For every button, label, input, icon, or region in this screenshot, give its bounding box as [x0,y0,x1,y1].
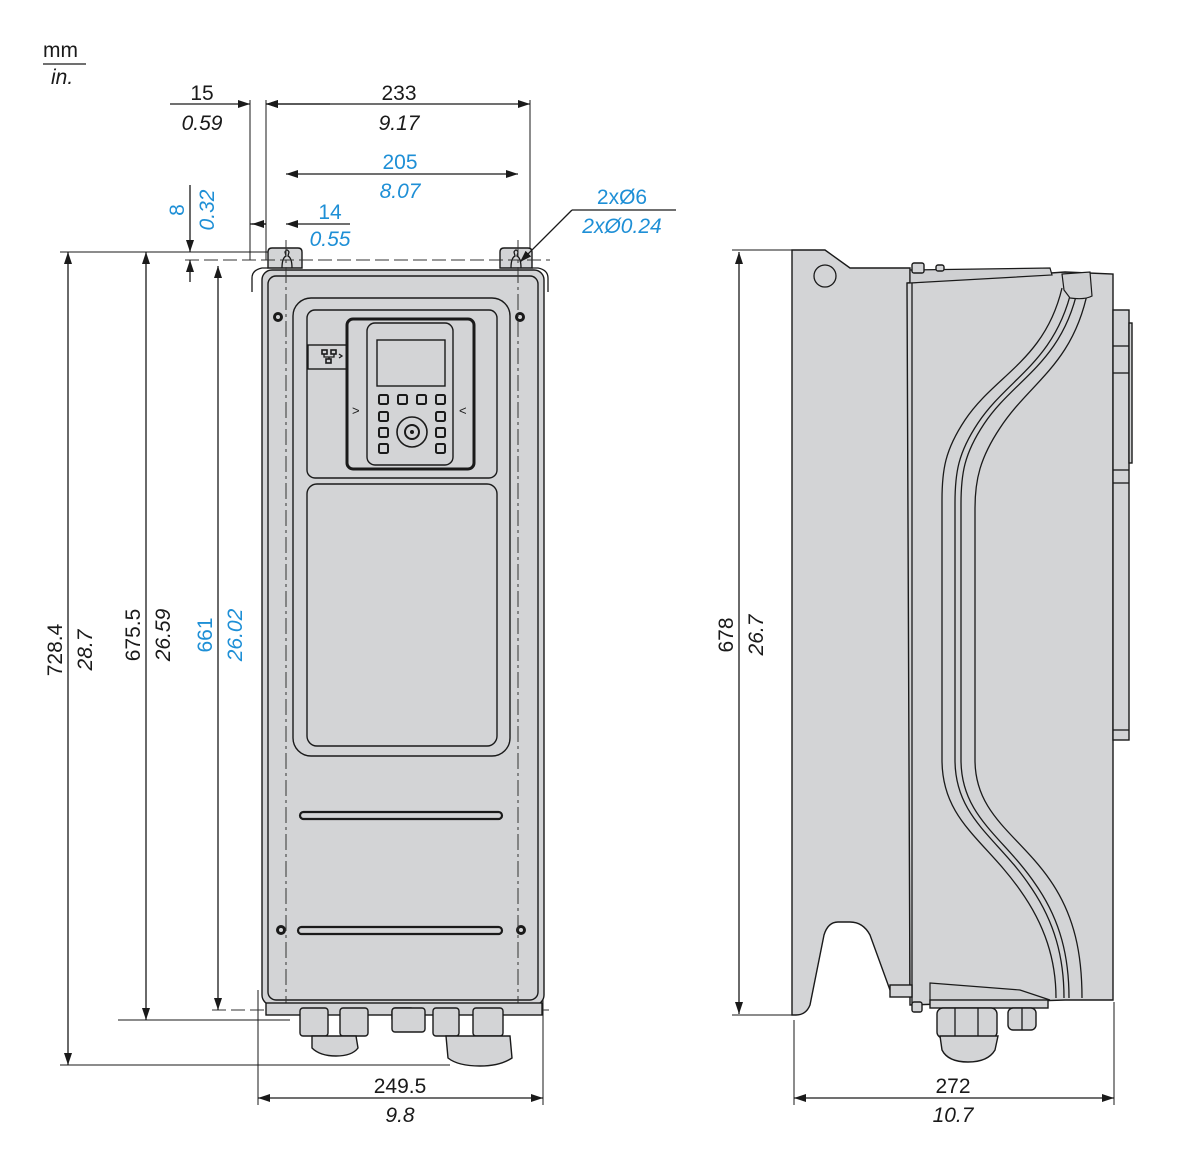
svg-text:15: 15 [190,82,213,105]
network-icon [321,349,344,364]
keypad-buttons [378,394,446,454]
svg-text:272: 272 [935,1075,970,1098]
drive-enclosure-side [906,271,1114,1006]
screw-icons [273,312,526,935]
side-view: 678 26.7 272 10.7 [715,249,1133,1127]
svg-text:0.32: 0.32 [196,189,219,230]
unit-mm: mm [43,39,78,62]
unit-in: in. [51,66,73,89]
unit-legend: mm in. [43,39,86,89]
svg-text:2xØ0.24: 2xØ0.24 [581,215,661,238]
svg-text:26.7: 26.7 [745,613,768,656]
keypad-display [376,339,446,387]
dim-side-height: 678 26.7 [715,249,792,1016]
svg-text:233: 233 [381,82,416,105]
svg-text:14: 14 [318,201,342,224]
svg-text:661: 661 [194,617,217,652]
svg-text:8.07: 8.07 [380,180,422,203]
front-view: > < [44,82,676,1127]
dim-body-height: 675.5 26.59 [118,252,290,1021]
svg-text:26.02: 26.02 [224,608,247,662]
svg-text:678: 678 [715,617,738,652]
svg-text:28.7: 28.7 [74,628,97,671]
svg-text:<: < [459,403,467,418]
heatsink-fins [1112,309,1130,741]
dim-hole-offset: 14 0.55 [250,201,351,251]
svg-text:205: 205 [382,151,417,174]
svg-text:26.59: 26.59 [152,608,175,662]
cable-glands-side [936,1007,1037,1063]
dim-overall-height: 728.4 28.7 [44,251,450,1066]
svg-text:728.4: 728.4 [44,623,67,676]
dim-hole-vertical-spacing: 661 26.02 [194,266,247,1010]
svg-text:10.7: 10.7 [933,1104,975,1127]
svg-text:9.8: 9.8 [385,1104,415,1127]
svg-text:2xØ6: 2xØ6 [597,186,647,209]
dim-overall-width-bottom: 249.5 9.8 [258,1075,543,1127]
svg-text:675.5: 675.5 [122,609,145,662]
svg-text:8: 8 [166,204,189,216]
vent-slot [296,925,504,936]
vent-slot [298,810,504,821]
cable-glands [299,1007,513,1067]
dim-overall-width-top: 233 9.17 [266,82,530,135]
svg-text:0.55: 0.55 [310,228,351,251]
svg-text:249.5: 249.5 [374,1075,427,1098]
svg-text:>: > [352,403,360,418]
dim-hole-top-offset: 8 0.32 [166,185,268,282]
mounting-plate [791,249,911,1016]
svg-text:9.17: 9.17 [379,112,421,135]
dim-hole-diameter: 2xØ6 2xØ0.24 [519,186,676,263]
dim-hole-spacing: 205 8.07 [286,151,518,203]
mounting-hole [813,264,837,288]
svg-text:0.59: 0.59 [182,112,223,135]
dim-side-depth: 272 10.7 [793,1002,1115,1127]
front-cover-panel [306,483,498,747]
